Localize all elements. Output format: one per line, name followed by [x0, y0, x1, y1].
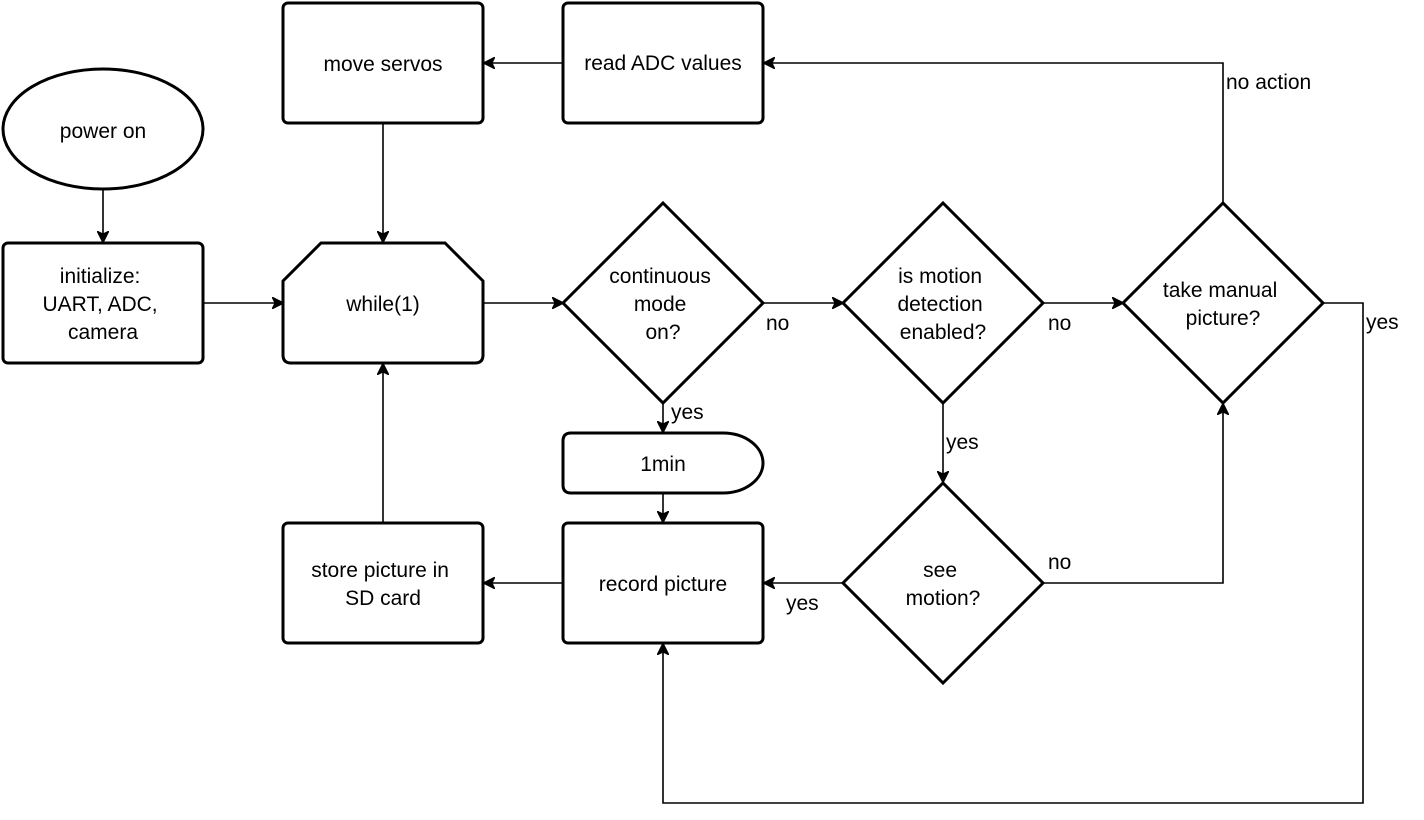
store-picture-label-line-2: SD card	[345, 587, 421, 610]
continuous-yes-label: yes	[671, 401, 704, 424]
see-motion-label-line-2: motion?	[906, 587, 981, 610]
delay-label: 1min	[640, 453, 686, 476]
node-delay: 1min	[561, 431, 765, 495]
edge-manual-to-read-adc	[764, 63, 1224, 203]
record-picture-label: record picture	[599, 573, 727, 596]
edge-labels: no yes no yes no action yes no yes	[671, 71, 1399, 615]
see-motion-label-line-1: see	[923, 559, 957, 582]
motion-detection-label-line-1: is motion	[898, 265, 982, 288]
manual-no-action-label: no action	[1226, 71, 1311, 94]
read-adc-label: read ADC values	[584, 52, 742, 75]
svg-text:read ADC values: read ADC values	[584, 52, 742, 75]
continuous-mode-label-line-2: mode	[634, 293, 687, 316]
manual-yes-label: yes	[1366, 311, 1399, 334]
while-loop-label: while(1)	[345, 293, 420, 316]
svg-text:take manual picture?: take manual picture?	[1163, 279, 1283, 330]
see-motion-yes-label: yes	[786, 592, 819, 615]
continuous-mode-label-line-1: continuous	[609, 265, 711, 288]
edges	[103, 63, 1364, 804]
store-picture-label-line-1: store picture in	[311, 559, 449, 582]
node-while-loop: while(1)	[281, 241, 485, 365]
edge-see-motion-to-manual	[1043, 404, 1223, 584]
svg-text:1min: 1min	[640, 453, 686, 476]
node-power-on: power on	[1, 67, 205, 191]
node-read-adc: read ADC values	[561, 1, 765, 125]
svg-text:is motion detection: is motion detection enabled?	[897, 265, 988, 344]
svg-text:record picture: record picture	[599, 573, 727, 596]
initialize-label-line-2: UART, ADC,	[43, 293, 158, 316]
svg-text:power on: power on	[60, 120, 146, 143]
node-motion-detection: is motion detection enabled?	[840, 200, 1046, 406]
move-servos-label: move servos	[323, 53, 442, 76]
node-continuous-mode: continuous mode on?	[560, 200, 766, 406]
initialize-label-line-3: camera	[68, 321, 138, 344]
node-record-picture: record picture	[561, 521, 765, 645]
node-store-picture: store picture in SD card	[281, 521, 485, 645]
node-initialize: initialize: UART, ADC, camera	[1, 241, 205, 365]
node-manual-picture: take manual picture?	[1120, 200, 1326, 406]
motion-enabled-no-label: no	[1048, 312, 1071, 335]
continuous-mode-label-line-3: on?	[645, 321, 680, 344]
see-motion-no-label: no	[1048, 551, 1071, 574]
continuous-no-label: no	[766, 312, 789, 335]
initialize-label-line-1: initialize:	[60, 265, 141, 288]
svg-text:store picture in SD card: store picture in SD card	[311, 559, 455, 610]
svg-text:move servos: move servos	[323, 53, 442, 76]
svg-text:initialize: UART, ADC,: initialize: UART, ADC, camera	[43, 265, 164, 344]
node-see-motion: see motion?	[840, 480, 1046, 686]
svg-text:while(1): while(1)	[345, 293, 420, 316]
node-move-servos: move servos	[281, 1, 485, 125]
svg-text:see motion?: see motion?	[906, 559, 981, 610]
edge-manual-yes-to-record	[663, 302, 1364, 804]
manual-picture-label-line-1: take manual	[1163, 279, 1277, 302]
manual-picture-label-line-2: picture?	[1186, 307, 1261, 330]
svg-text:continuous mode on: continuous mode on?	[609, 265, 716, 344]
motion-enabled-yes-label: yes	[946, 431, 979, 454]
power-on-label: power on	[60, 120, 146, 143]
motion-detection-label-line-2: detection	[897, 293, 982, 316]
motion-detection-label-line-3: enabled?	[900, 321, 986, 344]
